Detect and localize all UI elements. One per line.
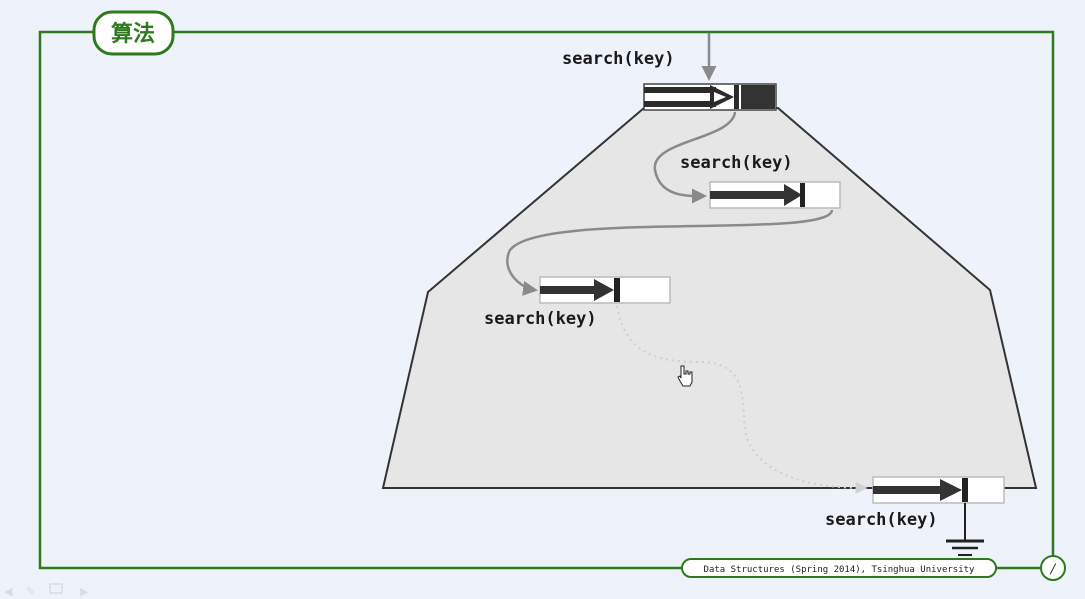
- path-arrow-2: [506, 209, 834, 296]
- path-arrow-1: [653, 111, 737, 204]
- pen-icon[interactable]: ✎: [26, 585, 35, 598]
- node-level3-label: search(key): [484, 309, 597, 329]
- tree-region: [381, 107, 1038, 489]
- slide-frame: [38, 30, 1055, 570]
- node-leaf-label: search(key): [825, 510, 938, 530]
- page-badge: /: [1040, 555, 1066, 581]
- back-icon[interactable]: ◀: [4, 585, 13, 598]
- node-level2: [709, 181, 841, 209]
- path-arrow-3: [616, 305, 868, 494]
- hand-cursor-icon: [677, 365, 693, 387]
- footer-caption-text: Data Structures (Spring 2014), Tsinghua …: [704, 565, 976, 575]
- footer-caption: Data Structures (Spring 2014), Tsinghua …: [681, 558, 997, 578]
- slides-icon[interactable]: [49, 583, 63, 594]
- node-level2-label: search(key): [680, 153, 793, 173]
- node-level3: [539, 276, 671, 304]
- forward-icon[interactable]: ▶: [80, 585, 89, 598]
- null-ground-icon: [946, 503, 984, 556]
- title-badge-text: 算法: [111, 21, 155, 47]
- slide-toolbar[interactable]: ◀ ✎ ▶: [4, 583, 89, 598]
- title-badge: 算法: [92, 10, 175, 56]
- node-root: [643, 83, 777, 111]
- node-leaf: [872, 476, 1005, 504]
- page-number: /: [1049, 562, 1057, 577]
- node-root-label: search(key): [562, 49, 675, 69]
